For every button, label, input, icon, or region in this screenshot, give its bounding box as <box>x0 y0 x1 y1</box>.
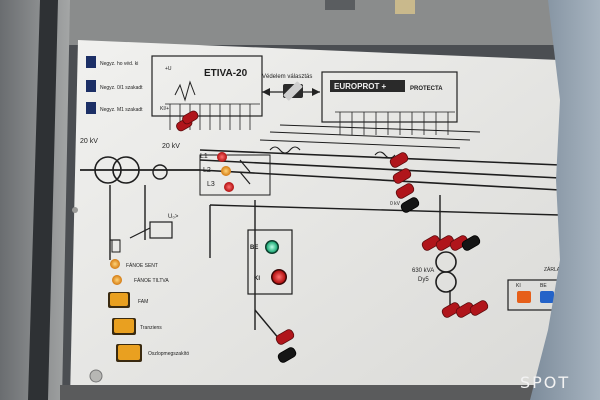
indicator-square-2 <box>86 80 96 92</box>
left-frame-edge <box>28 0 58 400</box>
ki-button[interactable] <box>272 270 286 284</box>
etiva-module: ETIVA-20 +U KI/+ <box>151 55 263 130</box>
oszlop-label: Oszlopmegszakító <box>148 351 189 357</box>
test-sockets-black <box>277 196 482 364</box>
single-line-diagram <box>80 124 561 341</box>
socket-black[interactable] <box>461 234 482 252</box>
right-be-button[interactable] <box>540 291 554 303</box>
ui-plus-label: U₀> <box>168 214 179 220</box>
person-silhouette <box>530 0 600 400</box>
top-component <box>395 0 415 14</box>
socket-red[interactable] <box>421 234 442 252</box>
ofl-label: 0 kV <box>390 201 401 207</box>
socket-red[interactable] <box>435 234 456 252</box>
voltage-mid: 20 kV <box>162 143 180 150</box>
upper-wall <box>60 0 560 45</box>
europrot-brand: EUROPROT + <box>334 82 387 91</box>
fanoe-indicators: FÁNOE SENT FÁNOE TILTVA <box>110 259 169 285</box>
phase-l2: L2 <box>203 167 211 174</box>
socket-red[interactable] <box>441 301 462 319</box>
right-breaker-control: KI BE ZÁRLA <box>516 266 561 303</box>
socket-red[interactable] <box>395 182 416 200</box>
fanoe-tiltva-lamp <box>112 275 122 285</box>
test-sockets <box>176 110 490 346</box>
indicator-square-1 <box>86 56 96 68</box>
fam-label: FAM <box>138 299 148 305</box>
lamp-l1 <box>217 152 227 162</box>
top-component-2 <box>325 0 355 10</box>
fanoe-sent-lamp <box>110 259 120 269</box>
phase-lamps: L1 L2 L3 <box>200 152 234 192</box>
panel-screw <box>89 369 103 383</box>
left-label-3: Negyz. M1 szakadt <box>100 107 143 113</box>
panel-screw-small <box>72 207 78 213</box>
socket-black[interactable] <box>400 196 421 214</box>
phase-l3: L3 <box>207 181 215 188</box>
socket-red[interactable] <box>392 167 413 185</box>
ki-label: KI <box>254 276 260 282</box>
right-zar-label: ZÁRLA <box>544 266 561 273</box>
phase-l1: L1 <box>200 153 208 160</box>
protection-title: Védelem választás <box>262 74 312 80</box>
etiva-title: ETIVA-20 <box>204 68 248 79</box>
right-ki-button[interactable] <box>517 291 531 303</box>
tranziens-button[interactable]: Tranziens <box>112 318 162 335</box>
right-ki-label: KI <box>516 283 521 289</box>
socket-red[interactable] <box>449 234 470 252</box>
lamp-l3 <box>224 182 234 192</box>
indicator-square-3 <box>86 102 96 114</box>
panel-surface <box>70 40 560 400</box>
socket-red[interactable] <box>181 110 199 126</box>
lamp-l2 <box>221 166 231 176</box>
be-label: BE <box>250 245 258 251</box>
right-be-label: BE <box>540 283 547 289</box>
socket-red[interactable] <box>469 299 490 317</box>
fam-button[interactable]: FAM <box>108 292 148 308</box>
function-buttons: FAM Tranziens Oszlopmegszakító <box>108 292 189 362</box>
corner-logo: SPOT <box>520 373 570 392</box>
be-button[interactable] <box>266 241 278 253</box>
ui-tag: +U <box>165 66 172 72</box>
socket-red[interactable] <box>275 328 296 346</box>
breaker-control: BE KI <box>250 240 287 285</box>
fanoe-sent-label: FÁNOE SENT <box>126 262 158 269</box>
left-indicator-labels: Negyz. ho véd. ki Negyz. 0/1 szakadt Neg… <box>86 56 143 114</box>
socket-black[interactable] <box>277 346 298 364</box>
protecta-brand: PROTECTA <box>410 86 443 92</box>
transformer-group: Dy5 <box>418 277 429 283</box>
left-label-2: Negyz. 0/1 szakadt <box>100 85 143 91</box>
protection-selector[interactable]: Védelem választás <box>262 74 320 101</box>
tranziens-label: Tranziens <box>140 325 162 331</box>
socket-red[interactable] <box>389 151 410 169</box>
fanoe-tiltva-label: FÁNOE TILTVA <box>134 277 169 284</box>
left-label-1: Negyz. ho véd. ki <box>100 61 138 67</box>
voltage-left: 20 kV <box>80 138 98 145</box>
vendor-tag: KI/+ <box>160 106 169 112</box>
oszlop-button[interactable]: Oszlopmegszakító <box>116 344 189 362</box>
europrot-module: EUROPROT + PROTECTA <box>321 71 458 135</box>
panel-bottom-edge <box>60 385 560 400</box>
transformer-rating: 630 kVA <box>412 268 434 274</box>
